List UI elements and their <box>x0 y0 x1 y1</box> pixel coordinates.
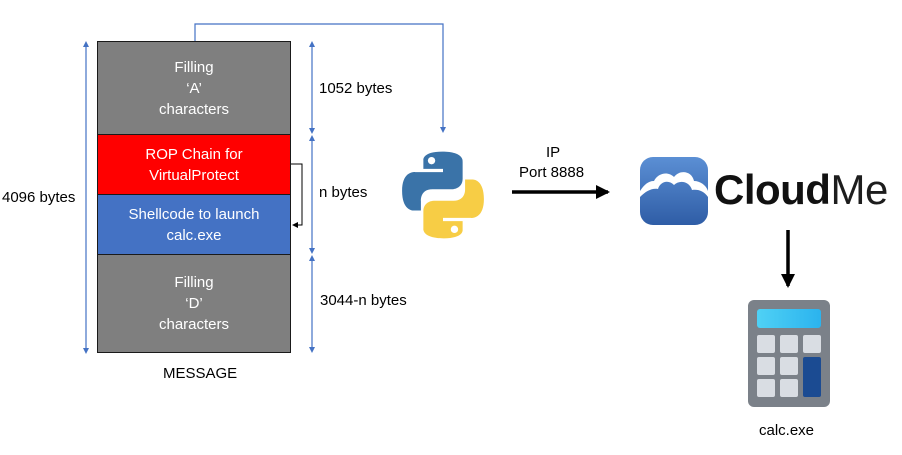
segment-filling-d: Filling ‘D’ characters <box>97 254 291 353</box>
segment-rop-chain: ROP Chain for VirtualProtect <box>97 134 291 195</box>
segment-shellcode-line-2: calc.exe <box>166 226 222 244</box>
segment-filling-d-line-2: ‘D’ <box>185 295 203 312</box>
message-to-python-connector <box>194 23 446 133</box>
calc-label: calc.exe <box>759 422 815 439</box>
total-size-label: 4096 bytes <box>2 189 76 206</box>
rop-to-shellcode-arrow <box>291 163 303 228</box>
filling-d-size-label: 3044-n bytes <box>320 292 407 309</box>
python-logo-icon <box>402 151 484 239</box>
segment-filling-a-line-1: Filling <box>174 58 214 76</box>
cloudme-wordmark-bold: Cloud <box>714 166 831 213</box>
message-caption: MESSAGE <box>163 365 238 382</box>
segment-filling-d-line-3: characters <box>158 316 230 333</box>
segment-shellcode-line-1: Shellcode to launch <box>128 205 260 223</box>
cloudme-logo-icon <box>640 157 708 225</box>
cloudme-wordmark: CloudMe <box>714 162 888 218</box>
segment-filling-a: Filling ‘A’ characters <box>97 41 291 135</box>
segment-rop-chain-line-1: ROP Chain for <box>145 145 243 163</box>
filling-a-size-label: 1052 bytes <box>319 80 393 97</box>
connection-port-label: Port 8888 <box>519 164 585 181</box>
connection-ip-label: IP <box>546 144 561 161</box>
segment-shellcode: Shellcode to launch calc.exe <box>97 194 291 255</box>
segment-filling-a-line-3: characters <box>158 100 230 118</box>
calculator-icon <box>748 300 830 407</box>
cloudme-wordmark-light: Me <box>830 166 888 213</box>
segment-filling-d-line-1: Filling <box>174 274 214 291</box>
segment-rop-chain-line-2: VirtualProtect <box>149 166 239 184</box>
n-bytes-size-label: n bytes <box>319 184 368 201</box>
segment-filling-a-line-2: ‘A’ <box>186 79 202 97</box>
